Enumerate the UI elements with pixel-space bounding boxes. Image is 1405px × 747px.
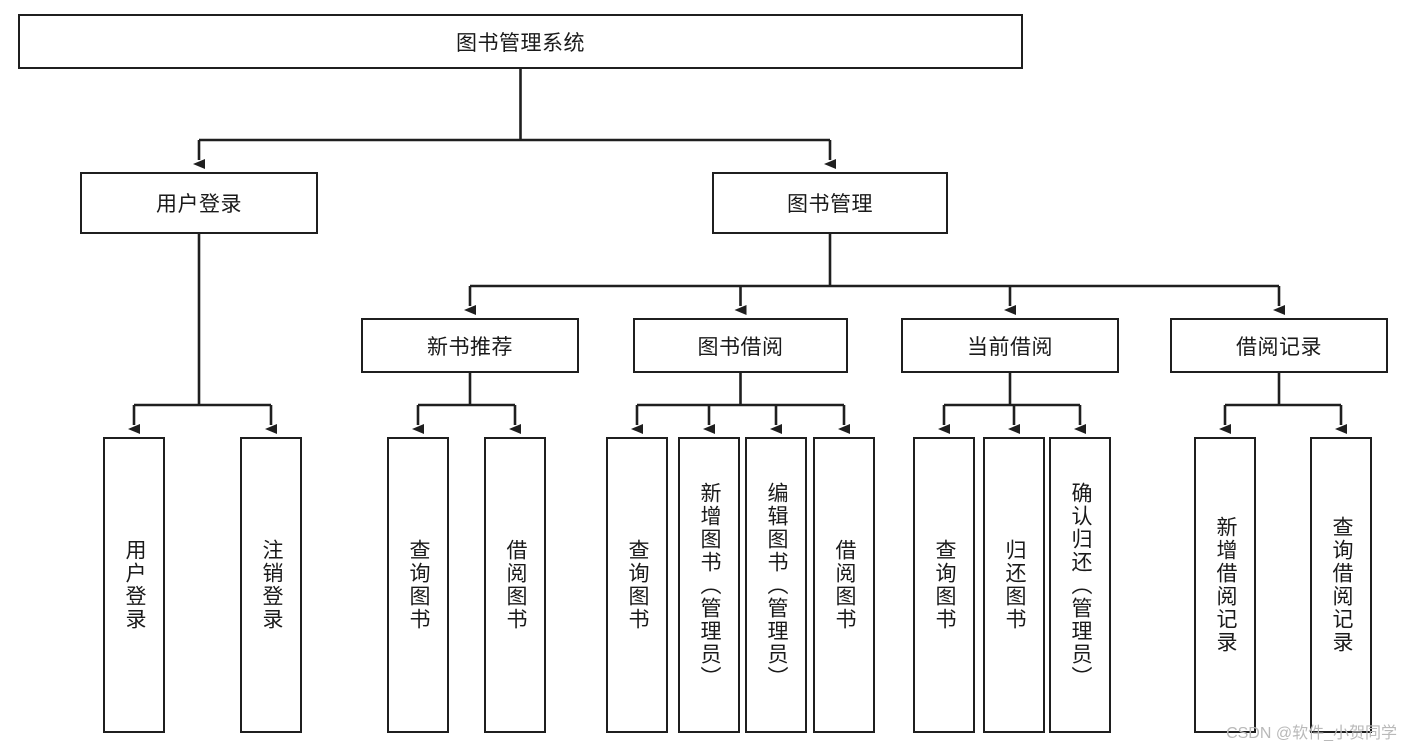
node-user-login[interactable]: 用户登录 (80, 172, 318, 234)
node-leaf-edit-book[interactable]: 编辑图书（管理员） (745, 437, 807, 733)
node-new-book-rec[interactable]: 新书推荐 (361, 318, 579, 373)
node-label: 当前借阅 (967, 335, 1053, 359)
node-current-borrow[interactable]: 当前借阅 (901, 318, 1119, 373)
node-book-borrow[interactable]: 图书借阅 (633, 318, 848, 373)
node-label: 查询图书 (933, 539, 957, 631)
node-leaf-add-book[interactable]: 新增图书（管理员） (678, 437, 740, 733)
node-label: 查询图书 (626, 539, 650, 631)
node-leaf-user-login[interactable]: 用户登录 (103, 437, 165, 733)
node-leaf-query-book-1[interactable]: 查询图书 (387, 437, 449, 733)
node-leaf-borrow-book-1[interactable]: 借阅图书 (484, 437, 546, 733)
node-label: 注销登录 (260, 539, 284, 631)
node-label: 用户登录 (156, 193, 242, 216)
node-label: 借阅图书 (833, 539, 857, 631)
node-book-manage[interactable]: 图书管理 (712, 172, 948, 234)
node-label: 图书管理系统 (456, 31, 585, 55)
node-label: 借阅图书 (504, 539, 528, 631)
node-leaf-query-book-2[interactable]: 查询图书 (606, 437, 668, 733)
node-leaf-add-record[interactable]: 新增借阅记录 (1194, 437, 1256, 733)
node-label: 编辑图书（管理员） (765, 481, 789, 689)
node-label: 新增借阅记录 (1214, 516, 1238, 654)
connector-lines (128, 69, 1347, 434)
node-leaf-query-record[interactable]: 查询借阅记录 (1310, 437, 1372, 733)
node-label: 查询借阅记录 (1330, 516, 1354, 654)
node-label: 确认归还（管理员） (1069, 481, 1093, 689)
node-leaf-borrow-book-2[interactable]: 借阅图书 (813, 437, 875, 733)
node-label: 新增图书（管理员） (698, 481, 722, 689)
watermark-text: CSDN @软件_小贺同学 (1226, 725, 1397, 742)
node-leaf-query-book-3[interactable]: 查询图书 (913, 437, 975, 733)
node-label: 借阅记录 (1236, 335, 1322, 359)
node-label: 新书推荐 (427, 335, 513, 359)
node-label: 图书管理 (787, 193, 873, 216)
node-label: 查询图书 (407, 539, 431, 631)
node-leaf-logout[interactable]: 注销登录 (240, 437, 302, 733)
node-leaf-return-book[interactable]: 归还图书 (983, 437, 1045, 733)
node-leaf-confirm-return[interactable]: 确认归还（管理员） (1049, 437, 1111, 733)
node-root[interactable]: 图书管理系统 (18, 14, 1023, 69)
node-label: 归还图书 (1003, 539, 1027, 631)
node-label: 图书借阅 (697, 335, 784, 359)
node-label: 用户登录 (123, 539, 147, 631)
node-borrow-record[interactable]: 借阅记录 (1170, 318, 1388, 373)
